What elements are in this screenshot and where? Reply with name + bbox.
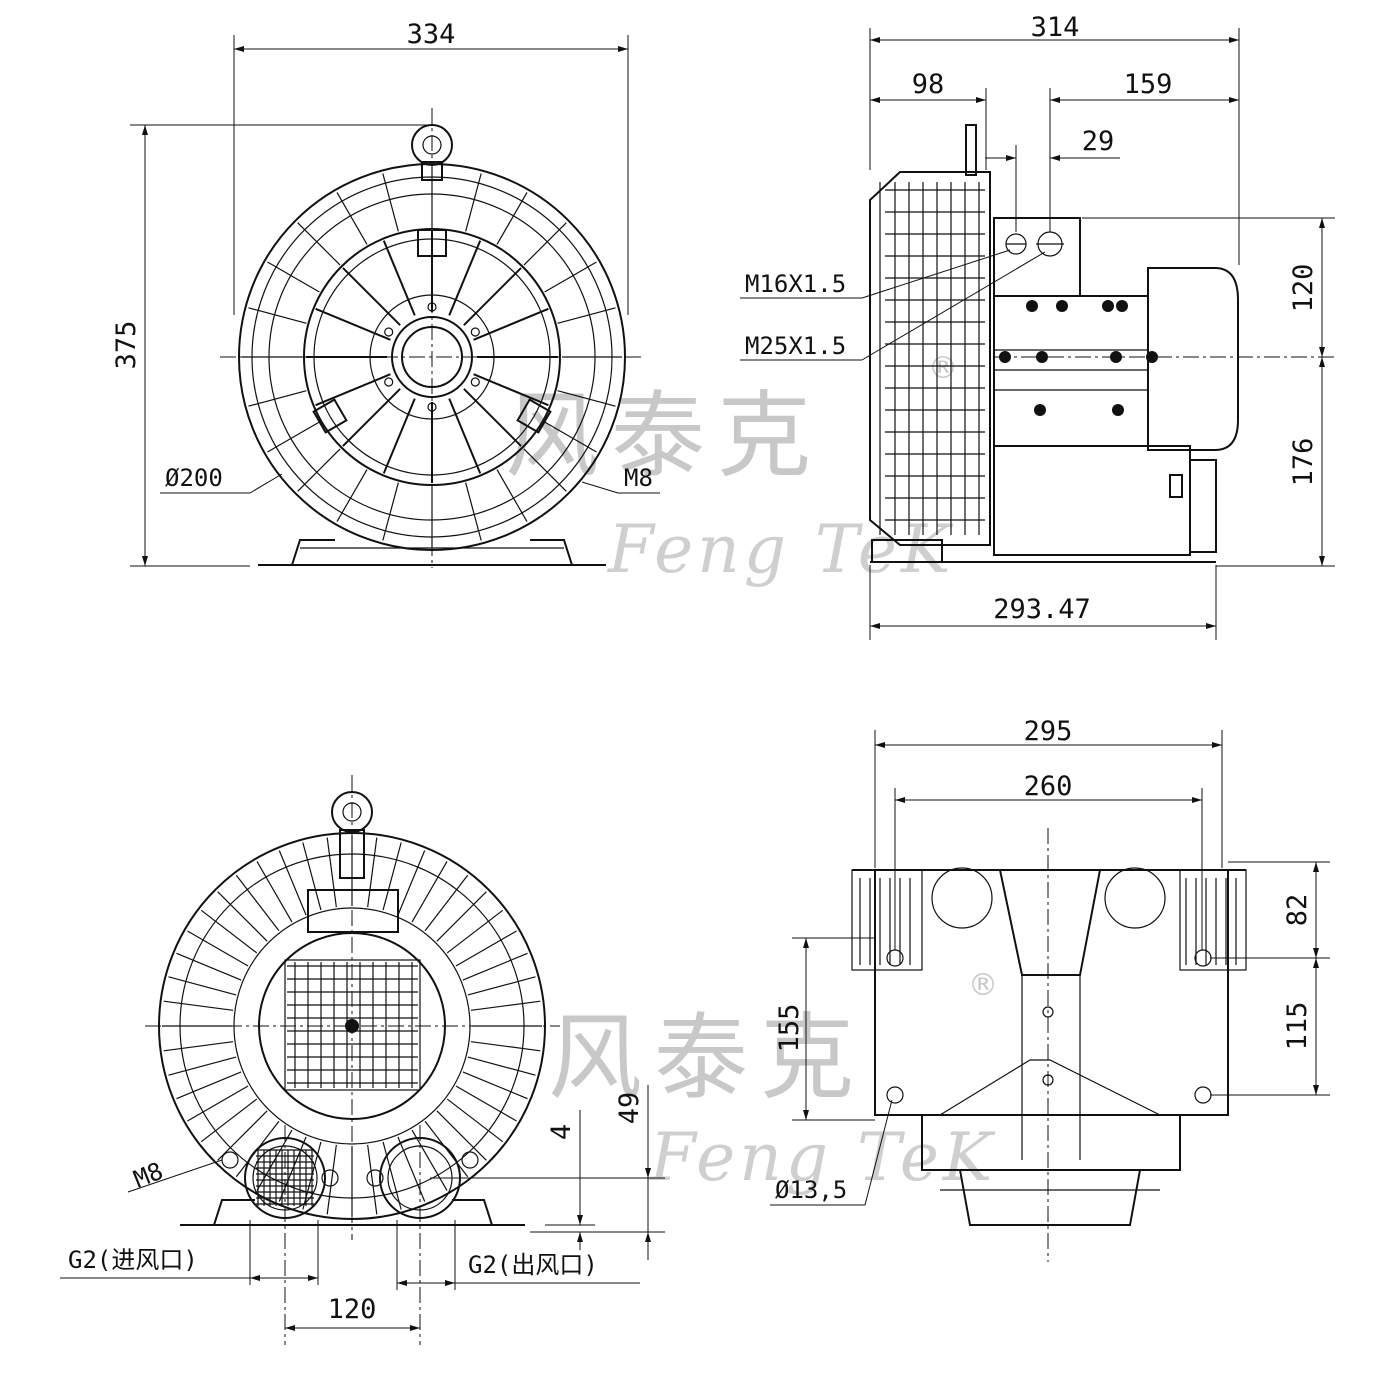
front-view: 334 375 Ø200 M8 [111, 19, 660, 568]
motor-cap [1147, 267, 1239, 451]
bottom-view: 295 260 155 82 115 Ø13,5 [770, 716, 1330, 1262]
dim-side-293-47: 293.47 [993, 594, 1091, 625]
dim-side-159: 159 [1124, 69, 1173, 100]
label-rear-m8: M8 [130, 1157, 167, 1194]
label-thread-m16: M16X1.5 [745, 270, 846, 298]
label-bolt-m8: M8 [624, 464, 653, 492]
motor-body [993, 295, 1149, 447]
dim-bottom-82: 82 [1282, 894, 1313, 927]
side-view: 314 98 159 29 120 176 293.47 M16X1.5 M25… [740, 12, 1335, 640]
dim-width-334: 334 [407, 19, 456, 50]
dim-bottom-295: 295 [1024, 716, 1073, 747]
label-diameter-200: Ø200 [165, 464, 223, 492]
label-hole-13-5: Ø13,5 [775, 1176, 847, 1204]
svg-text:®: ® [968, 968, 998, 1003]
dim-rear-49: 49 [614, 1092, 645, 1125]
label-inlet-g2: G2(进风口) [68, 1246, 198, 1274]
dim-side-314: 314 [1031, 12, 1080, 43]
dim-side-176: 176 [1288, 438, 1319, 487]
svg-text:Feng TeK: Feng TeK [649, 1119, 996, 1196]
svg-text:风泰克: 风泰克 [548, 1004, 866, 1113]
svg-text:®: ® [928, 351, 958, 386]
svg-text:Feng TeK: Feng TeK [607, 511, 954, 588]
label-outlet-g2: G2(出风口) [468, 1251, 598, 1279]
watermark-bottom: 风泰克 ® Feng TeK [548, 968, 998, 1196]
dim-rear-4: 4 [546, 1124, 577, 1140]
dim-bottom-155: 155 [774, 1004, 805, 1053]
rear-view: 49 4 120 G2(进风口) G2(出风口) M8 [60, 775, 665, 1345]
dim-side-29: 29 [1082, 126, 1115, 157]
dim-height-375: 375 [111, 321, 142, 370]
dim-side-120: 120 [1288, 264, 1319, 313]
dim-bottom-115: 115 [1282, 1002, 1313, 1051]
watermark-top: 风泰克 ® Feng TeK [505, 351, 958, 588]
label-thread-m25: M25X1.5 [745, 332, 846, 360]
svg-text:风泰克: 风泰克 [505, 382, 823, 491]
dim-rear-120: 120 [328, 1294, 377, 1325]
dim-bottom-260: 260 [1024, 771, 1073, 802]
dim-side-98: 98 [912, 69, 945, 100]
